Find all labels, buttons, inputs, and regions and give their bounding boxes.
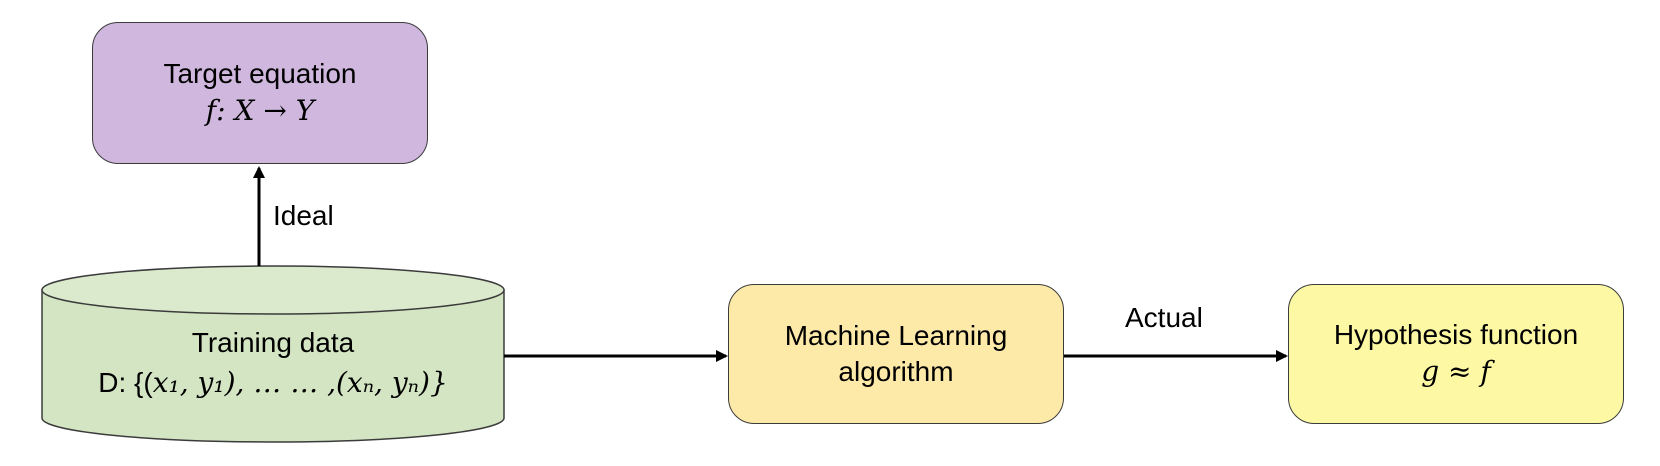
actual-label: Actual xyxy=(1125,302,1203,333)
ml-algorithm-title-line1: Machine Learning xyxy=(784,320,1008,351)
training-data-formula: D: {(x₁, y₁), … … ,(xₙ, yₙ)} xyxy=(42,363,504,403)
target-equation-title: Target equation xyxy=(163,58,357,89)
target-equation-formula: f: X → Y xyxy=(205,94,315,127)
ideal-label: Ideal xyxy=(273,200,334,231)
training-data-formula-body: x₁, y₁), … … ,(xₙ, yₙ)} xyxy=(152,366,448,399)
training-data-title: Training data xyxy=(191,327,355,358)
ml-algorithm-title-line2: algorithm xyxy=(838,356,954,387)
ml-algorithm-box: Machine Learning algorithm xyxy=(728,284,1064,424)
training-data-formula-prefix: D: {( xyxy=(98,367,153,398)
cylinder-top xyxy=(41,265,505,315)
hypothesis-function-title: Hypothesis function xyxy=(1333,319,1579,350)
hypothesis-function-formula: g ≈ f xyxy=(1421,355,1491,388)
cylinder-body xyxy=(41,289,505,443)
training-data-cylinder xyxy=(41,265,505,443)
hypothesis-function-box: Hypothesis function g ≈ f xyxy=(1288,284,1624,424)
target-equation-box: Target equation f: X → Y xyxy=(92,22,428,164)
training-data-text: Training data D: {(x₁, y₁), … … ,(xₙ, yₙ… xyxy=(42,325,504,403)
